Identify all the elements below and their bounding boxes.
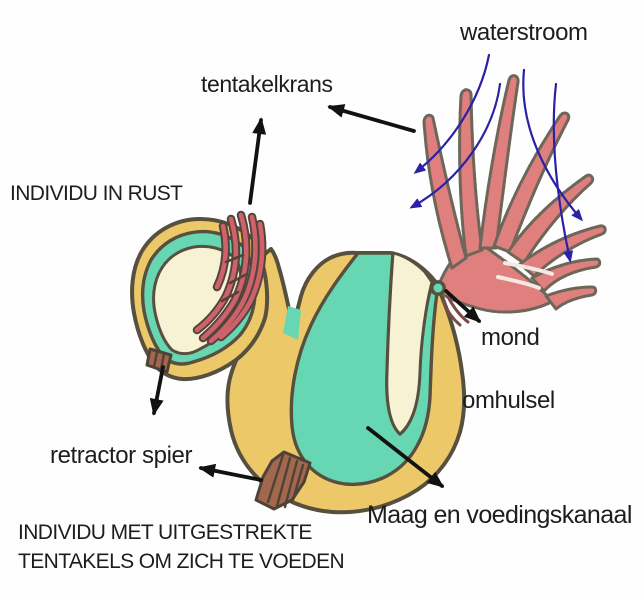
tentacle: [422, 113, 468, 270]
label-arrows: [149, 104, 482, 488]
notch-lining: [283, 306, 301, 340]
tentacle-fan: [422, 74, 607, 327]
retractor-arrow-small: [149, 365, 165, 416]
interior-shape: [385, 251, 434, 436]
tentacle: [458, 88, 484, 258]
water-arrow: [522, 68, 583, 222]
mond-shape: [430, 280, 446, 296]
label-individu-in-rust: INDIVIDU IN RUST: [10, 182, 183, 205]
retractor-muscle-small: [145, 347, 173, 374]
feeding-individual-body: [225, 247, 467, 515]
water-arrow: [413, 53, 491, 174]
caption-feeding-line2: TENTAKELS OM ZICH TE VOEDEN: [18, 550, 345, 573]
caption-feeding-line1: INDIVIDU MET UITGESTREKTE: [18, 521, 312, 544]
resting-individual: [130, 210, 270, 382]
tentakelkrans-arrow-left: [248, 117, 267, 205]
label-omhulsel: omhulsel: [462, 387, 555, 414]
water-arrow: [409, 82, 502, 209]
water-current-arrows: [409, 53, 583, 263]
tentacle: [478, 74, 520, 250]
label-retractor-spier: retractor spier: [50, 442, 193, 469]
maag-arrow: [366, 426, 445, 488]
label-mond: mond: [481, 324, 540, 351]
label-maag-en-voedingskanaal: Maag en voedingskanaal: [367, 501, 632, 529]
tentacle: [492, 111, 571, 254]
retracted-tentacle-bundle: [192, 210, 267, 346]
label-waterstroom: waterstroom: [460, 19, 588, 46]
tentacle-small: [544, 285, 598, 311]
mond-arrow: [444, 289, 482, 323]
tentacle: [518, 224, 607, 278]
tentakelkrans-arrow-right: [327, 104, 416, 133]
retractor-arrow-large: [198, 463, 263, 482]
tentacle: [530, 257, 602, 293]
tentacle: [506, 173, 595, 265]
label-tentakelkrans: tentakelkrans: [201, 71, 333, 97]
water-arrow: [552, 82, 574, 263]
